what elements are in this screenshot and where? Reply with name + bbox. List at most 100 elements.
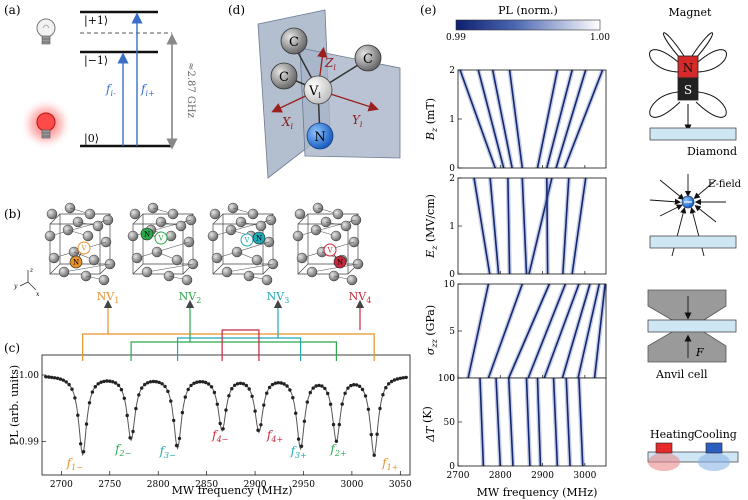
y-tick-label: 1 (449, 115, 455, 125)
carbon-atom (44, 230, 56, 242)
data-point (81, 450, 86, 454)
data-point (99, 380, 103, 384)
spectrum-ylabel: PL (arb. units) (8, 365, 21, 445)
data-point (221, 427, 225, 431)
svg-text:Magnet: Magnet (669, 6, 712, 19)
level-plus1-label: |+1⟩ (84, 14, 108, 28)
data-point (58, 377, 63, 381)
data-point (366, 407, 371, 411)
data-point (256, 428, 260, 432)
resonance-line (521, 177, 528, 275)
nv-label: NV3 (267, 290, 290, 305)
data-point (279, 381, 283, 385)
data-point (302, 419, 307, 423)
nv-label: NV4 (349, 290, 372, 305)
data-point (148, 380, 153, 384)
carbon-atom (171, 254, 183, 266)
peak-label: f1− (66, 456, 83, 472)
data-point (369, 432, 373, 437)
resonance-line (562, 177, 570, 275)
carbon-atom (209, 208, 221, 220)
x-tick-label: 2700 (50, 480, 73, 490)
diamond-slab (649, 127, 737, 141)
svg-text:Diamond: Diamond (687, 145, 737, 158)
colorbar-max: 1.00 (590, 33, 610, 43)
x-tick-label: 3000 (340, 480, 363, 490)
panel-a-label: (a) (4, 3, 21, 17)
data-point (55, 376, 60, 380)
data-point (349, 383, 353, 388)
svg-text:V: V (157, 235, 164, 243)
carbon-atom (98, 274, 110, 286)
crystal-cell: VN (127, 202, 199, 286)
nv-label: NV1 (97, 290, 120, 305)
data-point (378, 406, 382, 411)
heating-cooling-icon: Heating Cooling (647, 428, 739, 471)
heatmap-xlabel: MW frequency (MHz) (477, 486, 598, 499)
data-point (326, 391, 330, 396)
svg-text:Anvil cell: Anvil cell (655, 368, 708, 381)
axis-x-label: Xi (281, 115, 294, 131)
data-point (137, 393, 141, 397)
data-point (183, 395, 187, 399)
vacancy-site (154, 231, 168, 245)
data-point (84, 422, 89, 426)
data-point (355, 383, 359, 387)
y-tick-label: 0 (449, 164, 455, 174)
vacancy-site (77, 241, 91, 255)
spectrum-frame (41, 354, 411, 476)
data-point (389, 379, 394, 384)
resonance-line (508, 283, 551, 379)
data-point (387, 382, 391, 386)
nitrogen-atom (306, 122, 334, 150)
data-point (270, 382, 275, 387)
y-tick-label: 1.00 (19, 371, 39, 381)
bulb-off-icon (36, 18, 56, 45)
x-tick-label: 2800 (147, 480, 170, 490)
resonance-line (527, 283, 567, 379)
svg-text:x: x (36, 291, 40, 298)
nitrogen-atom (252, 231, 266, 245)
panel-e: (e) PL (norm.) 0.99 1.00 MW frequency (M… (420, 3, 742, 499)
data-point (401, 376, 405, 380)
data-point (108, 379, 112, 383)
carbon-atom (181, 274, 193, 286)
data-point (198, 380, 202, 384)
spectrum-xlabel: MW frequency (MHz) (172, 484, 293, 497)
data-point (209, 385, 214, 389)
resonance-line (528, 177, 553, 275)
x-tick-label: 3050 (389, 480, 412, 490)
data-point (206, 382, 211, 386)
data-point (93, 385, 98, 389)
data-point (90, 390, 95, 394)
row-ylabel: ΔT (K) (421, 406, 437, 443)
y-tick-label: 50 (444, 418, 456, 428)
resonance-line (571, 177, 587, 275)
bulb-on-icon (20, 98, 72, 150)
resonance-line (495, 377, 502, 467)
data-point (212, 390, 217, 395)
carbon-atom (306, 266, 318, 278)
diamond-slab (649, 235, 737, 249)
vacancy-label: Vi (308, 84, 321, 100)
data-point (392, 378, 397, 382)
resonance-line (536, 377, 542, 467)
svg-text:V: V (80, 245, 87, 253)
level-minus1-label: |−1⟩ (84, 54, 108, 68)
nv-bracket (221, 329, 260, 361)
resonance-line (536, 69, 559, 169)
svg-text:Heating: Heating (650, 428, 695, 441)
svg-text:N: N (73, 259, 79, 267)
data-point (154, 380, 158, 384)
magnet-south (677, 77, 699, 101)
data-point (372, 453, 376, 457)
nv-label: NV2 (179, 290, 202, 305)
data-point (195, 380, 199, 384)
resonance-line (577, 283, 601, 379)
data-point (328, 402, 333, 406)
heatmap-row: 012 (449, 66, 607, 174)
